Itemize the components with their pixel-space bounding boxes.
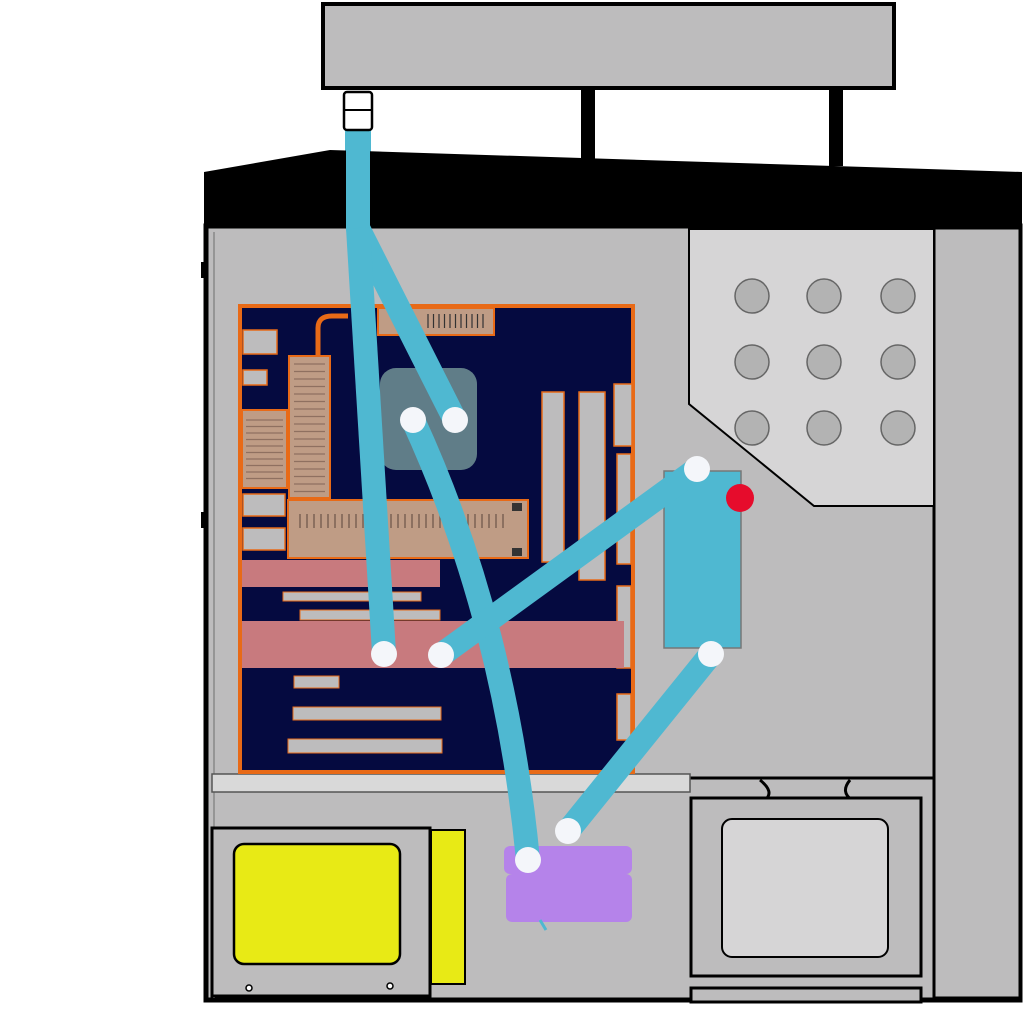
tube-fitting-4: [428, 642, 454, 668]
fan-hole-2: [806, 278, 842, 314]
fan-hole-7: [734, 410, 770, 446]
power-supply: [210, 826, 466, 998]
pci-slot-3: [293, 675, 340, 689]
psu-label: [232, 842, 402, 966]
tube-radiator-to-gpu: [346, 227, 396, 654]
board-connector-edge-2: [616, 693, 632, 741]
radiator-body: [321, 2, 896, 90]
vrm-heatsink-left: [241, 409, 288, 489]
fan-hole-6: [880, 344, 916, 380]
radiator-support-left: [581, 88, 595, 160]
tube-fitting-8: [515, 847, 541, 873]
tube-fitting-5: [684, 456, 710, 482]
pump-body: [506, 874, 632, 922]
tube-reservoir-to-pump: [558, 646, 721, 839]
fan-hole-8: [806, 410, 842, 446]
chipset-heatsink: [287, 499, 529, 559]
ram-slot-1: [541, 391, 565, 563]
reservoir-indicator-led: [726, 484, 754, 512]
cpu-power-cable: [315, 313, 348, 360]
tube-fitting-2: [442, 407, 468, 433]
tube-fitting-7: [555, 818, 581, 844]
drive-face: [721, 818, 889, 958]
coolant-loop: [346, 150, 721, 931]
vrm-heatsink-vertical: [288, 355, 331, 499]
case-top-frame: [204, 150, 1022, 228]
io-port-3: [242, 493, 286, 517]
tube-fittings: [371, 407, 724, 873]
tube-fitting-6: [698, 641, 724, 667]
fan-hole-3: [880, 278, 916, 314]
drive-lower-bay: [689, 986, 923, 1004]
pci-slot-4: [292, 706, 442, 721]
pci-slot-5: [287, 738, 443, 754]
psu-side-label: [430, 829, 466, 985]
fan-hole-5: [806, 344, 842, 380]
case-side-rail: [932, 226, 1022, 1000]
io-port-4: [242, 527, 286, 551]
pcie-slot-1: [242, 560, 440, 587]
hard-drive: [689, 778, 923, 1004]
radiator-support-right: [829, 88, 843, 166]
drive-bay-panel: [688, 228, 935, 507]
fan-hole-4: [734, 344, 770, 380]
tube-fitting-3: [371, 641, 397, 667]
io-port-1: [242, 329, 278, 355]
ram-slot-3: [613, 383, 633, 447]
radiator: [321, 2, 896, 166]
fan-hole-1: [734, 278, 770, 314]
fan-hole-9: [880, 410, 916, 446]
tube-fitting-1: [400, 407, 426, 433]
pci-slot-small-1: [282, 591, 422, 602]
io-port-2: [242, 369, 268, 386]
tube-gpu-to-reservoir: [433, 459, 705, 665]
